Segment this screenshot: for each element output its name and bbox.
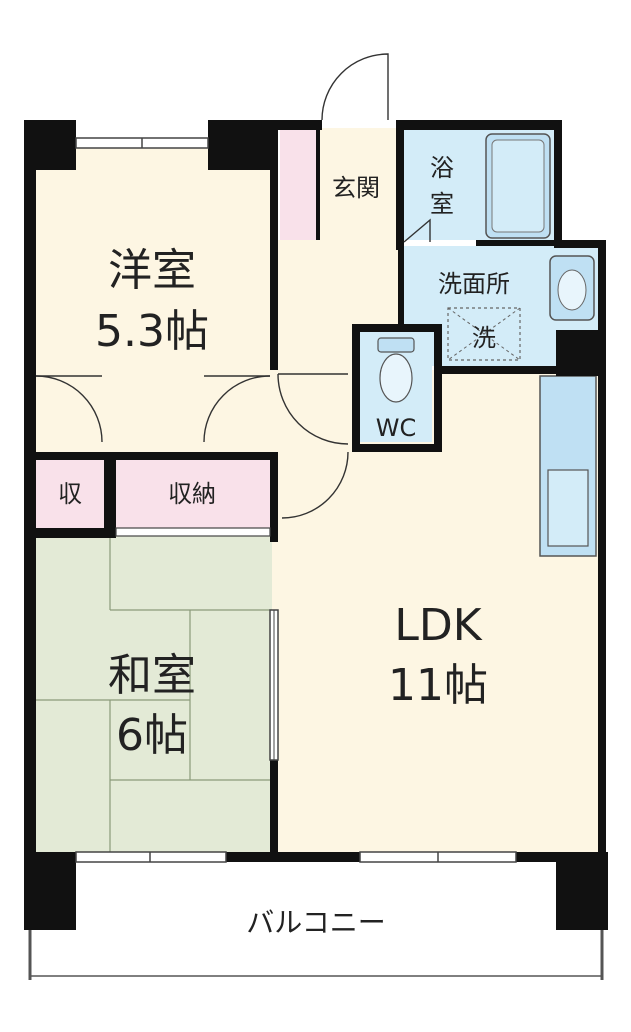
entrance-label: 玄関: [332, 174, 380, 202]
bathtub-inner: [491, 139, 545, 233]
toilet-bowl: [379, 353, 413, 403]
japanese-room-floor: [32, 536, 272, 858]
tatami-lines: [32, 536, 272, 858]
balcony-label: バルコニー: [246, 906, 385, 939]
washing-machine-space: [447, 307, 521, 361]
ldk-name: LDK: [394, 600, 482, 651]
washroom-label: 洗面所: [438, 270, 510, 298]
storage-floor: [114, 458, 272, 530]
bath-label-1: 浴: [430, 154, 454, 182]
kitchen-sink: [547, 469, 589, 547]
japanese-room-name: 和室: [108, 650, 196, 701]
shoe-cabinet: [280, 128, 318, 240]
storage-small-floor: [32, 458, 106, 530]
western-room-size: 5.3帖: [95, 306, 209, 357]
entrance-floor: [318, 128, 398, 240]
toilet-tank: [377, 337, 415, 353]
wc-label: WC: [376, 414, 417, 442]
japanese-room-size: 6帖: [116, 710, 188, 761]
walls: [24, 120, 608, 930]
storage-label: 収納: [168, 480, 216, 508]
ldk-size: 11帖: [388, 660, 488, 711]
balcony-outline: [29, 857, 603, 977]
bath-label-2: 室: [430, 190, 454, 218]
storage-small-label: 収: [58, 480, 82, 508]
basin-bowl: [557, 269, 587, 311]
western-room-floor: [32, 140, 272, 456]
door-swings: [35, 53, 431, 519]
windows: [75, 137, 517, 863]
western-room-name: 洋室: [108, 245, 196, 296]
laundry-label: 洗: [472, 324, 496, 352]
